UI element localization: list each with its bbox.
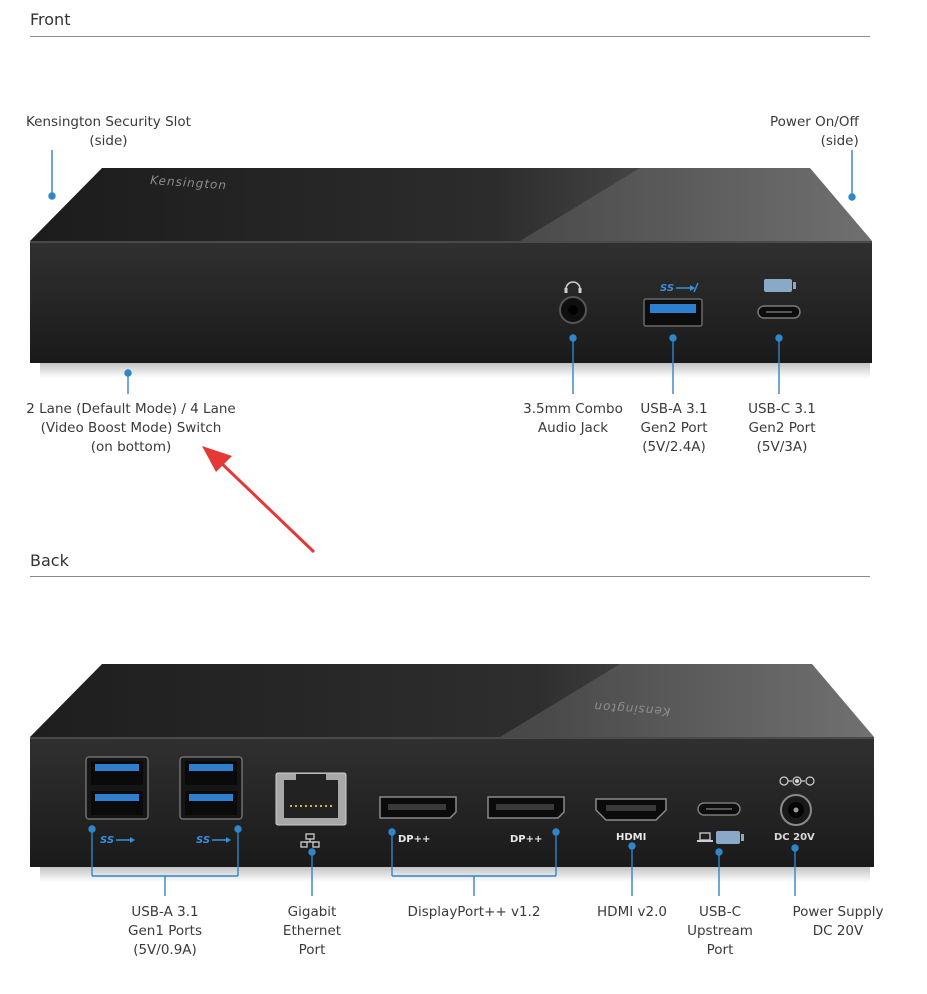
dc-mark: DC 20V: [774, 832, 815, 843]
back-usbc-port: [697, 802, 741, 816]
front-device-top: [30, 168, 872, 241]
front-heading: Front: [30, 10, 71, 29]
back-usba-ss-mark-1: SS: [100, 835, 114, 846]
hdmi-mark: HDMI: [616, 832, 646, 843]
back-brand-logo: Kensington: [593, 699, 671, 718]
back-ethernet-port: [275, 772, 347, 826]
back-hdmi-port: [595, 798, 667, 821]
back-displayport-1: [379, 796, 457, 819]
label-back-usbc: USB-C Upstream Port: [687, 904, 753, 958]
front-rule: [30, 36, 870, 37]
back-heading: Back: [30, 551, 69, 570]
label-front-usba: USB-A 3.1 Gen2 Port (5V/2.4A): [640, 401, 708, 455]
back-dc-jack: [780, 794, 812, 826]
label-audio-jack: 3.5mm Combo Audio Jack: [523, 401, 623, 436]
label-front-usbc: USB-C 3.1 Gen2 Port (5V/3A): [748, 401, 816, 455]
headphone-icon: [564, 281, 582, 293]
back-device: Kensington SS SS: [30, 664, 874, 882]
label-power-switch: Power On/Off (side): [770, 114, 859, 149]
back-callouts: [88, 825, 799, 896]
front-brand-logo: Kensington: [150, 173, 228, 192]
polarity-icon: [779, 776, 815, 786]
audio-jack: [559, 296, 587, 324]
label-hdmi: HDMI v2.0: [597, 904, 667, 920]
front-device: Kensington SS: [30, 168, 872, 378]
front-usba-port: [643, 298, 703, 327]
red-pointer-arrow: [202, 446, 316, 554]
label-back-usba: USB-A 3.1 Gen1 Ports (5V/0.9A): [128, 904, 202, 958]
front-device-face: [30, 241, 872, 363]
dp-mark-1: DP++: [398, 834, 430, 845]
usb-icon: [212, 837, 231, 843]
usbc-ss-badge-icon: [716, 831, 744, 844]
dp-mark-2: DP++: [510, 834, 542, 845]
front-usba-ss-mark: SS: [660, 283, 674, 294]
label-displayport: DisplayPort++ v1.2: [407, 904, 541, 920]
usb-icon: [676, 282, 699, 293]
laptop-icon: [697, 832, 713, 842]
front-callouts: [48, 150, 856, 394]
back-rule: [30, 576, 870, 577]
label-security-slot: Kensington Security Slot (side): [26, 114, 191, 149]
back-displayport-2: [487, 796, 565, 819]
label-lane-switch: 2 Lane (Default Mode) / 4 Lane (Video Bo…: [26, 401, 236, 455]
back-usba-port-stack-2: [179, 756, 243, 820]
back-usba-port-stack-1: [85, 756, 149, 820]
label-power-supply: Power Supply DC 20V: [792, 904, 884, 939]
front-usbc-port: [757, 305, 801, 319]
label-ethernet: Gigabit Ethernet Port: [282, 904, 342, 958]
back-usba-ss-mark-2: SS: [196, 835, 210, 846]
usb-icon: [116, 837, 135, 843]
back-device-top: [30, 664, 874, 737]
usbc-ss-badge-icon: [764, 279, 796, 292]
network-icon: [300, 833, 320, 848]
